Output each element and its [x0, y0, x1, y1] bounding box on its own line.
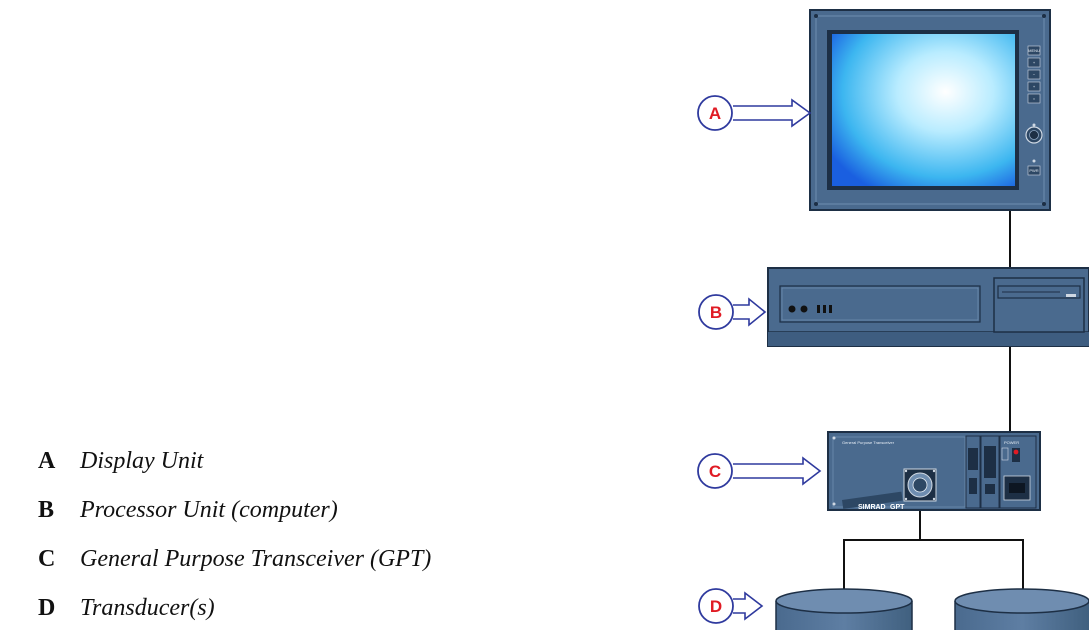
callout-a: A	[697, 95, 812, 131]
display-screen	[832, 34, 1015, 186]
interface-module	[965, 435, 981, 509]
callout-letter: B	[710, 303, 722, 322]
display-button-column: MENU + − + ○	[1027, 45, 1041, 104]
usb-port-icon	[823, 305, 826, 313]
legend-letter: A	[38, 448, 56, 474]
brightness-up-button	[1027, 57, 1041, 68]
plus-button	[1027, 81, 1041, 92]
legend-letter: D	[38, 595, 56, 621]
callout-c: C	[697, 453, 822, 489]
ethernet-port-icon	[969, 478, 977, 494]
transceiver-unit: General Purpose Transceiver SIMRAD GPT P…	[827, 431, 1041, 511]
legend-letter: C	[38, 546, 56, 572]
arrow-right-icon	[733, 98, 812, 128]
power-button-label: PWR	[1029, 168, 1038, 173]
front-panel	[779, 285, 981, 323]
legend-description: Display Unit	[80, 448, 204, 474]
port-icon	[985, 484, 995, 494]
screw-icon	[1042, 202, 1046, 206]
usb-port-icon	[817, 305, 820, 313]
processor-unit	[767, 267, 1089, 347]
menu-button-label: MENU	[1028, 48, 1040, 53]
brand-label: SIMRAD	[858, 504, 886, 511]
transceiver-panel-label: General Purpose Transceiver	[842, 440, 895, 445]
select-button	[1027, 93, 1041, 104]
transducer-right	[954, 588, 1089, 630]
button-label: ○	[1033, 96, 1036, 101]
power-led-icon	[1013, 449, 1019, 455]
power-button	[1027, 165, 1041, 176]
legend-description: General Purpose Transceiver (GPT)	[80, 546, 432, 572]
legend-description: Transducer(s)	[80, 595, 215, 621]
screw-icon	[1042, 14, 1046, 18]
screw-icon	[814, 202, 818, 206]
button-label: +	[1033, 60, 1036, 65]
button-label: −	[1033, 72, 1036, 77]
power-inlet-icon	[1003, 475, 1031, 501]
serial-port-icon	[968, 448, 978, 470]
button-label: +	[1033, 84, 1036, 89]
legend-description: Processor Unit (computer)	[80, 497, 338, 523]
display-unit: MENU + − + ○ PWR	[809, 9, 1051, 211]
power-module-label: POWER	[1004, 440, 1019, 445]
transducers	[775, 588, 1089, 630]
arrow-right-icon	[733, 456, 822, 486]
hdd-led-icon	[800, 305, 808, 313]
callout-letter: A	[709, 104, 721, 123]
indicator-icon	[1032, 123, 1036, 127]
serial-port-icon	[984, 446, 996, 478]
menu-button	[1027, 45, 1041, 56]
usb-port-icon	[829, 305, 832, 313]
screw-icon	[832, 502, 836, 506]
arrow-right-icon	[733, 297, 767, 327]
cable-to-transducers	[843, 539, 1024, 590]
callout-d: D	[698, 588, 764, 624]
legend-letter: B	[38, 497, 55, 523]
model-label: GPT	[890, 504, 905, 511]
callout-b: B	[698, 294, 767, 330]
transducer-left	[775, 588, 913, 630]
minus-button	[1027, 69, 1041, 80]
callout-letter: D	[710, 597, 722, 616]
callout-letter: C	[709, 462, 721, 481]
screw-icon	[814, 14, 818, 18]
screw-icon	[832, 436, 836, 440]
legend: A Display Unit B Processor Unit (compute…	[38, 448, 432, 621]
power-led-icon	[788, 305, 796, 313]
cables	[843, 210, 1024, 590]
arrow-right-icon	[733, 591, 764, 621]
